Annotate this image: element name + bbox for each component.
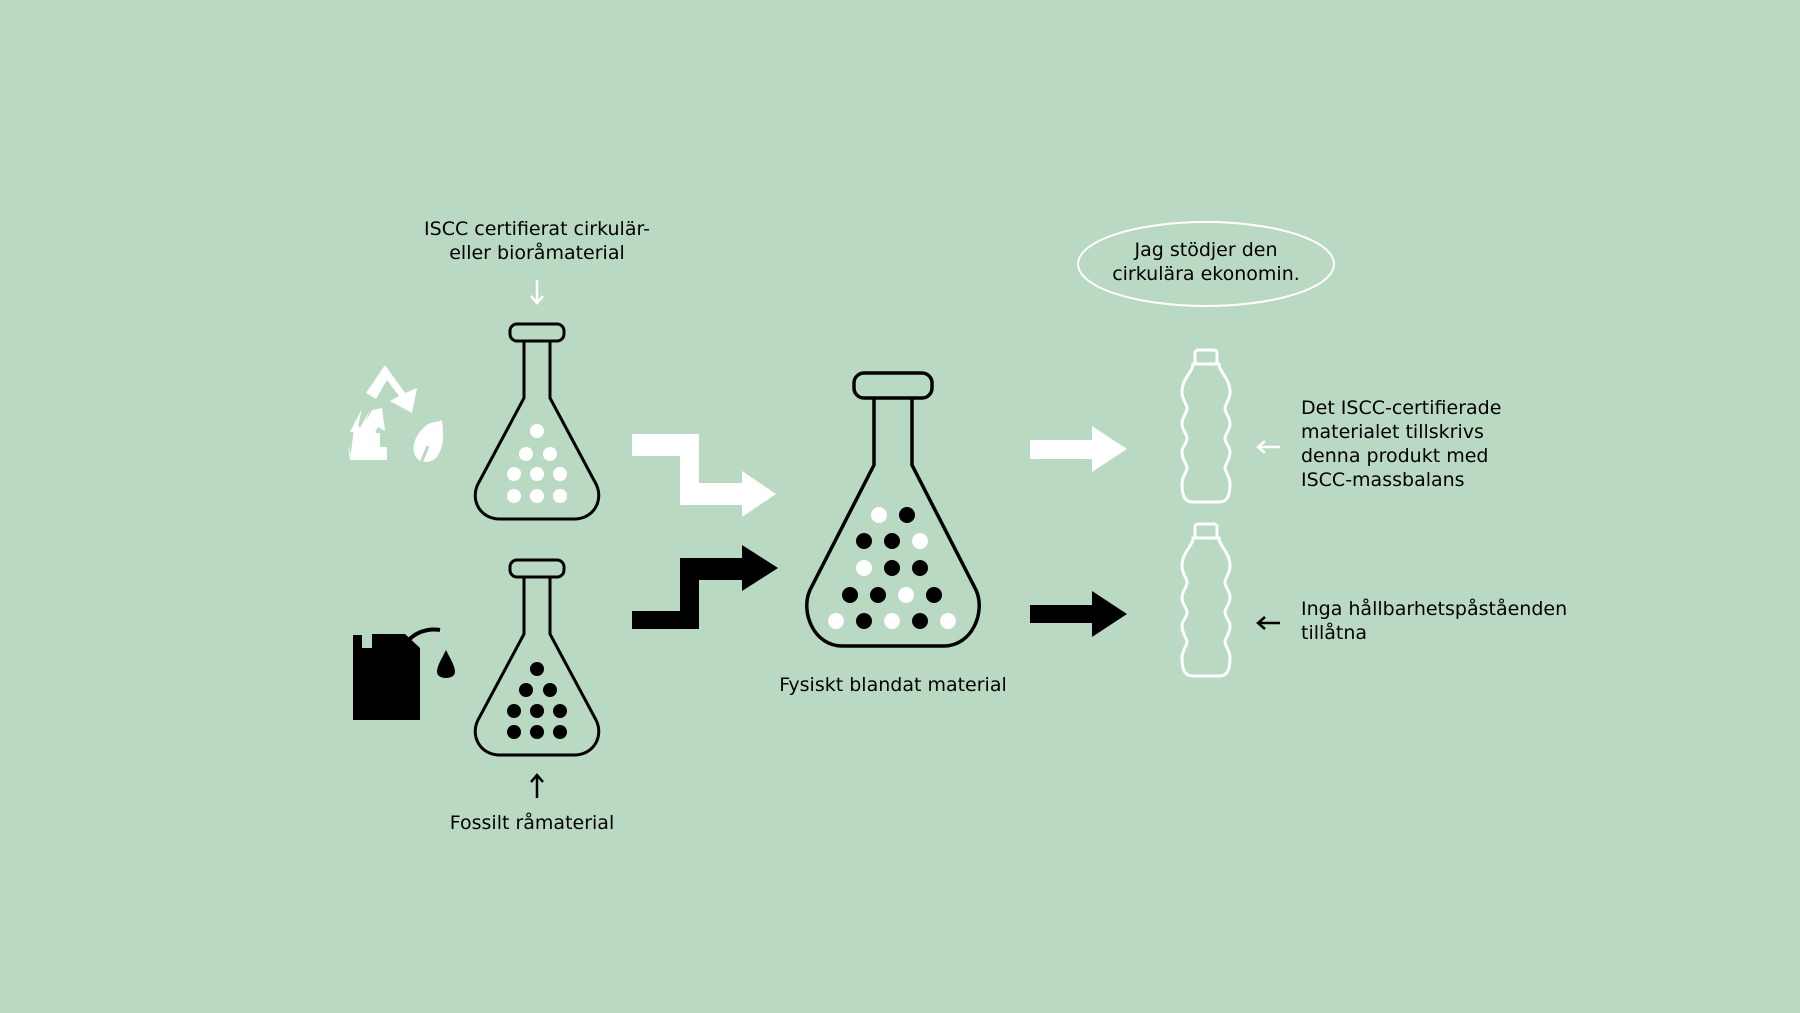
mixing-flask-icon: [805, 371, 981, 648]
black-step-arrow: [632, 545, 778, 629]
down-arrow-icon: [530, 280, 544, 305]
black-particles: [507, 662, 567, 739]
flask-icon: [473, 322, 601, 521]
fossil-input-label: Fossilt råmaterial: [449, 812, 615, 834]
fuel-can-icon: [353, 627, 455, 720]
white-particles: [507, 424, 567, 503]
left-arrow-icon: [1256, 616, 1280, 630]
left-arrow-icon: [1256, 440, 1280, 454]
white-step-arrow: [632, 434, 776, 517]
fossil-product-label: Inga hållbarhetspåståenden tillåtna: [1301, 598, 1568, 644]
speech-bubble: [1077, 221, 1335, 307]
white-output-arrow: [1030, 426, 1127, 472]
bottle-icon: [1180, 348, 1232, 504]
black-output-arrow: [1030, 591, 1127, 637]
certified-product-label: Det ISCC-certifierade materialet tillskr…: [1301, 397, 1502, 491]
mixed-material-label: Fysiskt blandat material: [779, 674, 1007, 696]
recycle-leaf-icon: [348, 365, 444, 469]
flask-icon: [473, 558, 601, 757]
speech-bubble-text: Jag stödjer den cirkulära ekonomin.: [1112, 239, 1300, 285]
certified-input-label: ISCC certifierat cirkulär- eller bioråma…: [424, 218, 650, 264]
mixed-particles: [828, 507, 956, 629]
bottle-icon: [1180, 522, 1232, 678]
up-arrow-icon: [530, 773, 544, 798]
